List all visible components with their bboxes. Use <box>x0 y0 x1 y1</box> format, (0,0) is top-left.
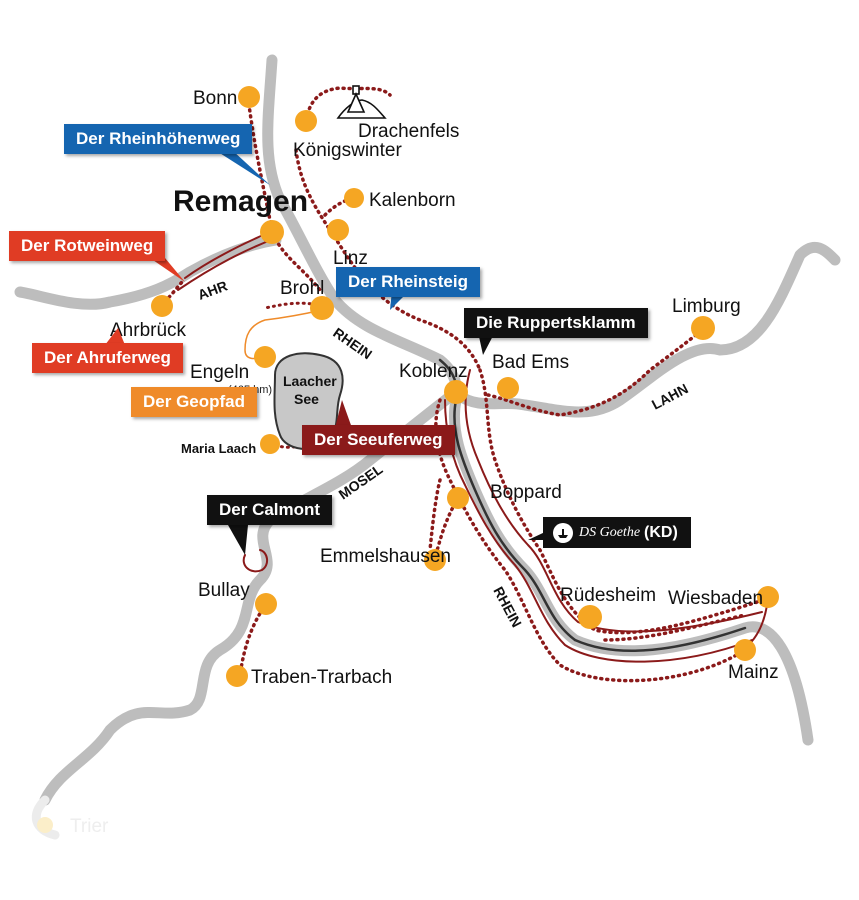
river-mosel-tail <box>31 795 60 840</box>
tag-rheinhoehenweg[interactable]: Der Rheinhöhenweg <box>64 124 253 154</box>
label-ruedesheim: Rüdesheim <box>560 585 656 606</box>
label-koblenz: Koblenz <box>399 361 468 382</box>
label-drachenfels: Drachenfels <box>358 121 459 142</box>
city-dot-remagen <box>260 220 284 244</box>
city-dot-bad-ems <box>497 377 519 399</box>
tag-ahruferweg[interactable]: Der Ahruferweg <box>32 343 183 373</box>
label-bonn: Bonn <box>193 88 237 109</box>
city-dot-ruedesheim <box>578 605 602 629</box>
city-dot-koenigswinter <box>295 110 317 132</box>
city-dot-linz <box>327 219 349 241</box>
ship-name: DS Goethe <box>579 524 641 540</box>
river-mosel <box>39 389 458 806</box>
ship-operator: (KD) <box>644 523 678 541</box>
city-dot-kalenborn <box>344 188 364 208</box>
city-dot-boppard <box>447 487 469 509</box>
label-linz: Linz <box>333 248 368 269</box>
label-trier: Trier <box>70 816 109 837</box>
label-traben-trarbach: Traben-Trarbach <box>251 667 392 688</box>
label-wiesbaden: Wiesbaden <box>668 588 763 609</box>
city-dots <box>151 86 779 687</box>
label-river-rhein-south: RHEIN <box>490 584 525 630</box>
river-lahn <box>452 241 841 418</box>
city-dot-bullay <box>255 593 277 615</box>
tag-rotweinweg[interactable]: Der Rotweinweg <box>9 231 166 261</box>
ship-label[interactable]: DS Goethe (KD) <box>543 517 691 548</box>
ship-emblem-icon <box>553 522 573 543</box>
label-bad-ems: Bad Ems <box>492 352 569 373</box>
tag-seeuferweg[interactable]: Der Seeuferweg <box>302 425 455 455</box>
tag-geopfad[interactable]: Der Geopfad <box>131 387 258 417</box>
drachenfels-castle-icon <box>336 85 387 119</box>
label-boppard: Boppard <box>490 482 562 503</box>
label-ahrbrueck: Ahrbrück <box>110 320 187 341</box>
tag-rheinsteig[interactable]: Der Rheinsteig <box>336 267 480 297</box>
label-mainz: Mainz <box>728 662 779 683</box>
label-laacher: Laacher <box>283 373 337 389</box>
city-dot-trier <box>37 817 53 833</box>
label-river-lahn: LAHN <box>649 380 691 412</box>
label-remagen: Remagen <box>173 185 308 218</box>
label-river-ahr: AHR <box>196 277 230 302</box>
label-engeln: Engeln <box>190 362 249 383</box>
city-dot-traben-trarbach <box>226 665 248 687</box>
label-emmelshausen: Emmelshausen <box>320 546 451 567</box>
city-dot-brohl <box>310 296 334 320</box>
city-dot-emmelshausen <box>424 549 446 571</box>
trail-lines <box>158 86 772 683</box>
city-dot-bonn <box>238 86 260 108</box>
river-ahr <box>14 234 282 310</box>
city-dot-koblenz <box>444 380 468 404</box>
label-maria-laach: Maria Laach <box>181 441 256 456</box>
label-limburg: Limburg <box>672 296 741 317</box>
label-kalenborn: Kalenborn <box>369 190 456 211</box>
label-see: See <box>294 391 319 407</box>
tag-ruppertsklamm[interactable]: Die Ruppertsklamm <box>464 308 648 338</box>
label-brohl: Brohl <box>280 278 324 299</box>
city-dot-engeln <box>254 346 276 368</box>
city-dot-ahrbrueck <box>151 295 173 317</box>
city-dot-mainz <box>734 639 756 661</box>
city-dot-maria-laach <box>260 434 280 454</box>
city-dot-wiesbaden <box>757 586 779 608</box>
label-koenigswinter: Königswinter <box>293 140 402 161</box>
tag-calmont[interactable]: Der Calmont <box>207 495 333 525</box>
label-bullay: Bullay <box>198 580 250 601</box>
river-rhein-south <box>448 394 814 746</box>
city-dot-limburg <box>691 316 715 340</box>
